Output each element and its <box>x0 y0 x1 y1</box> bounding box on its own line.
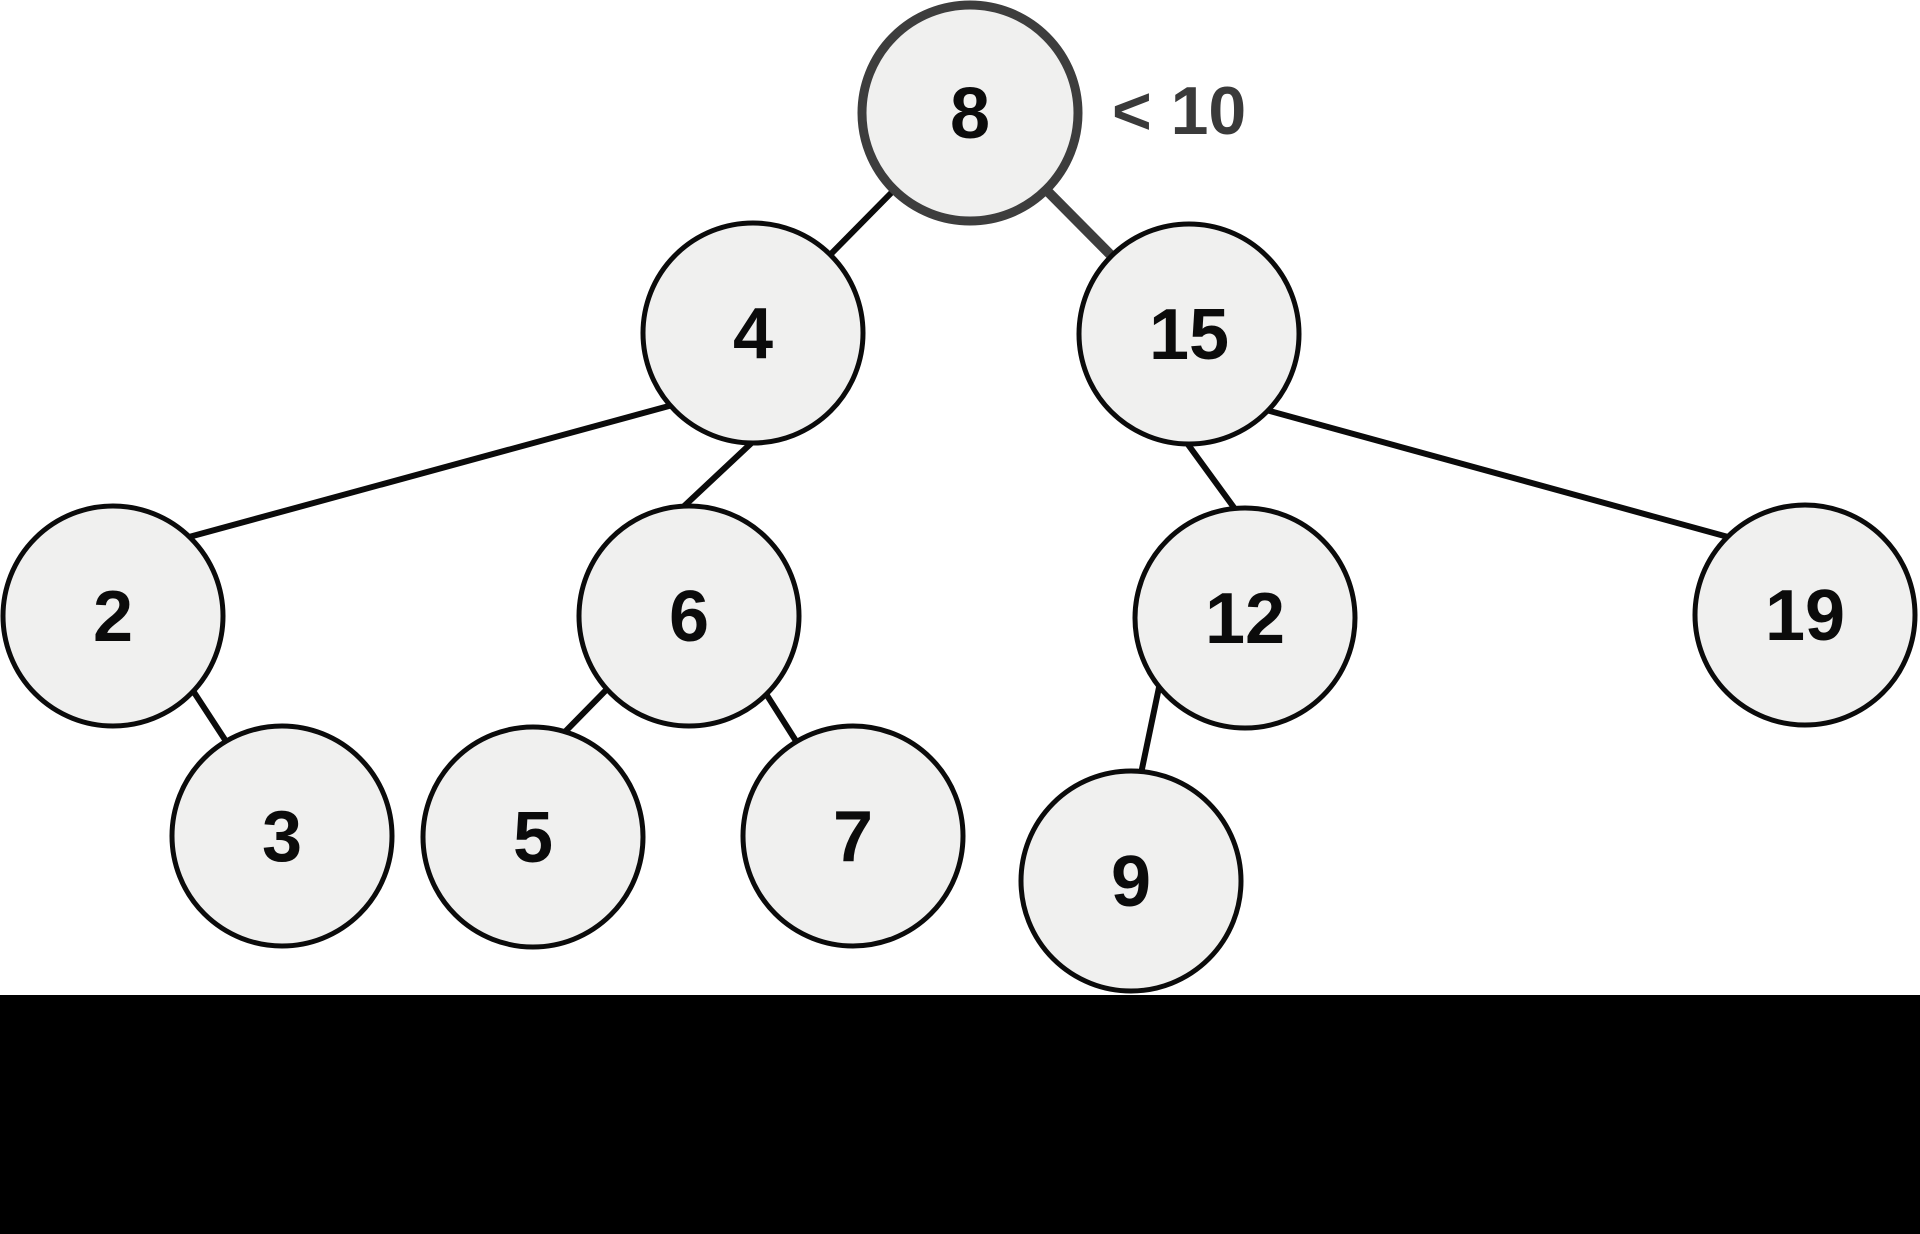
comparison-annotation: < 10 <box>1112 73 1246 149</box>
node-circle-7 <box>740 723 966 949</box>
node-circle-3 <box>169 723 395 949</box>
node-circle-19 <box>1692 502 1918 728</box>
node-circle-12 <box>1132 505 1358 731</box>
node-circle-6 <box>576 503 802 729</box>
node-label-19: 19 <box>1765 576 1845 656</box>
node-label-4: 4 <box>733 294 773 374</box>
node-label-15: 15 <box>1149 295 1229 375</box>
node-label-3: 3 <box>262 797 302 877</box>
edge-15-19 <box>1247 402 1740 543</box>
node-circle-5 <box>420 724 646 950</box>
node-circle-8-current <box>857 0 1083 226</box>
edge-4-2 <box>177 397 692 543</box>
node-label-12: 12 <box>1205 579 1285 659</box>
node-label-6: 6 <box>669 577 709 657</box>
node-circle-4 <box>640 220 866 446</box>
edge-12-9 <box>1135 672 1165 789</box>
node-label-9: 9 <box>1111 842 1151 922</box>
node-label-2: 2 <box>93 577 133 657</box>
node-circle-9 <box>1018 768 1244 994</box>
letterbox-bar <box>0 995 1920 1234</box>
node-label-7: 7 <box>833 797 873 877</box>
node-label-5: 5 <box>513 798 553 878</box>
node-circle-2 <box>0 503 226 729</box>
node-label-8: 8 <box>950 74 990 154</box>
node-circle-15 <box>1076 221 1302 447</box>
edge-4-6 <box>677 432 763 513</box>
